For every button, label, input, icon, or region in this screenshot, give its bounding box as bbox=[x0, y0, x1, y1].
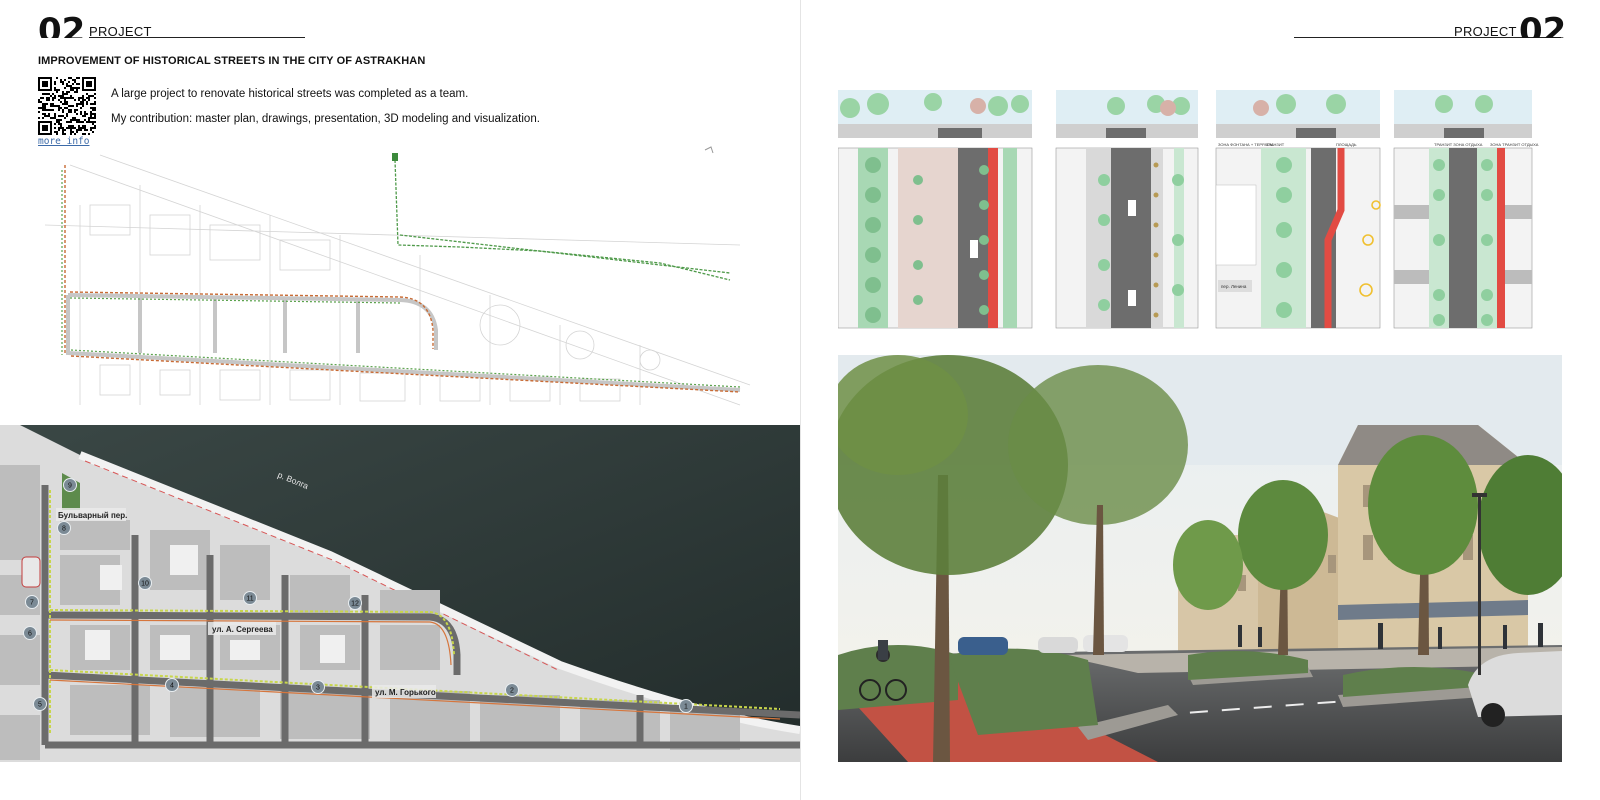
street-section-4: ТРАНЗИТ ЗОНА ОТДЫХА ЗОНА ТРАНЗИТ ОТДЫХА bbox=[1393, 90, 1539, 329]
svg-text:8: 8 bbox=[62, 526, 66, 533]
aerial-marker-3: 3 bbox=[311, 680, 325, 694]
svg-text:3: 3 bbox=[316, 685, 320, 692]
section-note-transit-rest-2: ЗОНА ТРАНЗИТ ОТДЫХА bbox=[1490, 142, 1539, 147]
svg-text:4: 4 bbox=[170, 683, 174, 690]
street-label-sergeeva: ул. А. Сергеева bbox=[212, 625, 273, 634]
street-section-1 bbox=[838, 90, 1033, 329]
more-info-link[interactable]: more info bbox=[38, 136, 90, 147]
trees bbox=[838, 355, 1562, 762]
section-label: PROJECT bbox=[89, 24, 152, 39]
qr-code[interactable] bbox=[38, 77, 96, 135]
svg-text:12: 12 bbox=[351, 601, 359, 608]
aerial-marker-7: 7 bbox=[25, 595, 39, 609]
page-divider bbox=[800, 0, 801, 800]
aerial-marker-6: 6 bbox=[23, 626, 37, 640]
aerial-marker-1: 1 bbox=[679, 699, 693, 713]
section-note-transit-rest-1: ТРАНЗИТ ЗОНА ОТДЫХА bbox=[1434, 142, 1483, 147]
svg-text:9: 9 bbox=[68, 483, 72, 490]
project-title: IMPROVEMENT OF HISTORICAL STREETS IN THE… bbox=[38, 55, 426, 67]
aerial-marker-8: 8 bbox=[57, 521, 71, 535]
aerial-marker-10: 10 bbox=[138, 576, 152, 590]
aerial-marker-4: 4 bbox=[165, 678, 179, 692]
street-sections: ЗОНА ФОНТАНА + ТЕРРАСЫ ТРАНЗИТ ПЛОЩАДЬ п… bbox=[838, 90, 1539, 329]
header-rule bbox=[89, 37, 305, 38]
svg-text:5: 5 bbox=[38, 702, 42, 709]
svg-text:11: 11 bbox=[246, 596, 253, 603]
svg-text:2: 2 bbox=[510, 688, 514, 695]
street-section-2 bbox=[1055, 90, 1199, 329]
page-number: 02 bbox=[1519, 14, 1567, 38]
aerial-plan: р. Волга Бульварный пер. ул. А. Сергеева… bbox=[0, 425, 800, 762]
street-label-bulvarny: Бульварный пер. bbox=[58, 511, 127, 520]
svg-text:7: 7 bbox=[30, 600, 34, 607]
svg-text:1: 1 bbox=[684, 704, 688, 711]
master-plan-drawing bbox=[44, 146, 751, 406]
street-label-gorkogo: ул. М. Горького bbox=[375, 688, 436, 697]
street-section-3: ЗОНА ФОНТАНА + ТЕРРАСЫ ТРАНЗИТ ПЛОЩАДЬ п… bbox=[1215, 90, 1381, 329]
svg-text:10: 10 bbox=[141, 581, 149, 588]
page-number: 02 bbox=[38, 14, 86, 38]
aerial-marker-2: 2 bbox=[505, 683, 519, 697]
description-contribution: My contribution: master plan, drawings, … bbox=[111, 113, 540, 125]
aerial-marker-12: 12 bbox=[348, 596, 362, 610]
river-water bbox=[20, 425, 800, 730]
section-note-transit: ТРАНЗИТ bbox=[1266, 142, 1285, 147]
section-note-fountain: ЗОНА ФОНТАНА + ТЕРРАСЫ bbox=[1218, 142, 1274, 147]
aerial-marker-9: 9 bbox=[63, 478, 77, 492]
description-team: A large project to renovate historical s… bbox=[111, 88, 469, 100]
aerial-marker-11: 11 bbox=[243, 591, 257, 605]
aerial-marker-5: 5 bbox=[33, 697, 47, 711]
left-page: 02 PROJECT IMPROVEMENT OF HISTORICAL STR… bbox=[0, 14, 800, 762]
street-render bbox=[838, 355, 1562, 762]
section-label: PROJECT bbox=[1454, 24, 1517, 39]
section-lane-label: пер. Ленина bbox=[1221, 284, 1247, 289]
section-note-square: ПЛОЩАДЬ bbox=[1336, 142, 1357, 147]
svg-text:6: 6 bbox=[28, 631, 32, 638]
header-rule bbox=[1294, 37, 1561, 38]
